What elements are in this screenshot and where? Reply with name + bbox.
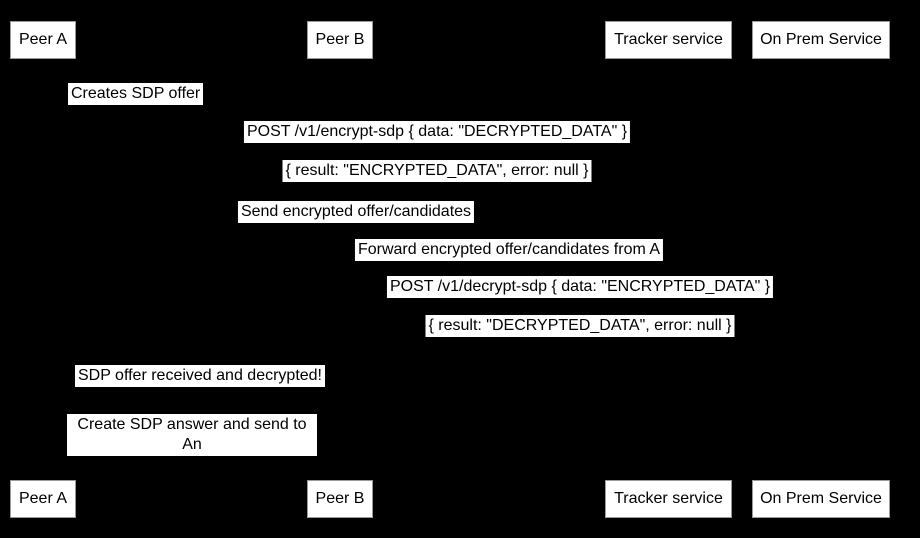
actor-peer-a-bottom: Peer A	[10, 480, 76, 518]
message-decrypt-result: { result: "DECRYPTED_DATA", error: null …	[425, 315, 735, 337]
actor-peer-b-top: Peer B	[307, 21, 373, 59]
message-encrypt-result: { result: "ENCRYPTED_DATA", error: null …	[282, 160, 592, 182]
note-line-1: Create SDP answer and send to An	[77, 416, 307, 453]
message-forward-encrypted-offer: Forward encrypted offer/candidates from …	[354, 239, 664, 261]
actor-on-prem-service-top: On Prem Service	[752, 21, 890, 59]
actor-on-prem-service-bottom: On Prem Service	[752, 480, 890, 518]
message-sdp-offer-received: SDP offer received and decrypted!	[75, 365, 325, 387]
actor-tracker-service-bottom: Tracker service	[605, 480, 732, 518]
message-send-encrypted-offer: Send encrypted offer/candidates	[237, 201, 475, 223]
note-line-2: using the same mechanism	[94, 456, 290, 473]
actor-tracker-service-top: Tracker service	[605, 21, 732, 59]
message-creates-sdp-offer: Creates SDP offer	[68, 83, 204, 105]
message-post-decrypt-sdp: POST /v1/decrypt-sdp { data: "ENCRYPTED_…	[386, 276, 774, 298]
message-post-encrypt-sdp: POST /v1/encrypt-sdp { data: "DECRYPTED_…	[243, 121, 631, 143]
note-create-sdp-answer: Create SDP answer and send to An using t…	[67, 414, 317, 473]
actor-peer-b-bottom: Peer B	[307, 480, 373, 518]
actor-peer-a-top: Peer A	[10, 21, 76, 59]
